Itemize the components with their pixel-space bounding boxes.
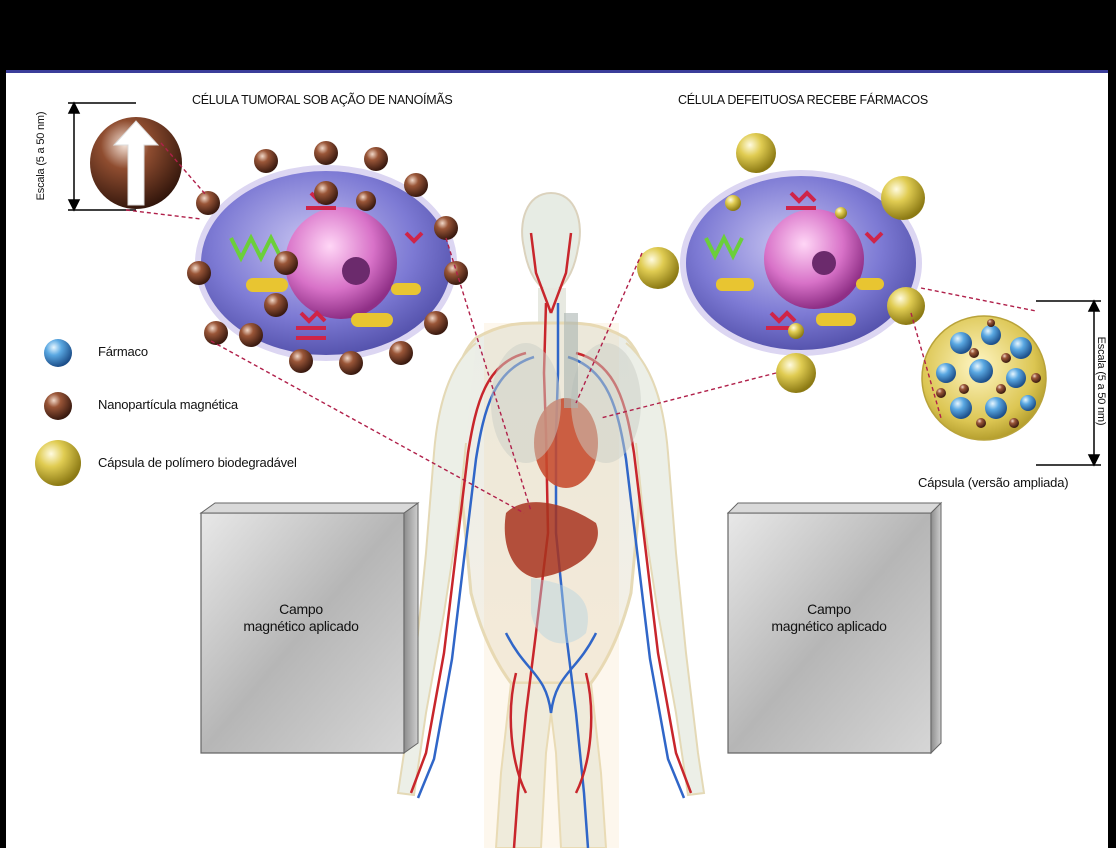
magnet-right-line1: Campo (734, 601, 924, 618)
right-lung (571, 343, 641, 463)
trachea (564, 313, 578, 408)
nanoparticle-legend-icon (44, 392, 72, 420)
magnet-right-label: Campo magnético aplicado (734, 601, 924, 635)
magnet-left-line1: Campo (206, 601, 396, 618)
left-scale-label: Escala (5 a 50 nm) (35, 106, 47, 206)
magnet-right-line2: magnético aplicado (734, 618, 924, 635)
legend-capsule-label: Cápsula de polímero biodegradável (98, 455, 297, 470)
legend-drug-label: Fármaco (98, 344, 148, 359)
illustration-panel: CÉLULA TUMORAL SOB AÇÃO DE NANOÍMÃS CÉLU… (6, 70, 1108, 848)
top-black-bar (0, 0, 1116, 72)
right-black-border (1108, 0, 1116, 845)
right-scale-label: Escala (5 a 50 nm) (1095, 331, 1107, 431)
left-cell-title: CÉLULA TUMORAL SOB AÇÃO DE NANOÍMÃS (192, 93, 452, 107)
right-cell-title: CÉLULA DEFEITUOSA RECEBE FÁRMACOS (678, 93, 928, 107)
magnified-nanoparticle (90, 117, 182, 209)
left-lung (491, 343, 561, 463)
magnet-left-line2: magnético aplicado (206, 618, 396, 635)
magnified-capsule (922, 316, 1046, 440)
capsule-caption: Cápsula (versão ampliada) (918, 475, 1068, 490)
capsule-legend-icon (35, 440, 81, 486)
magnet-left-label: Campo magnético aplicado (206, 601, 396, 635)
legend-nanoparticle-label: Nanopartícula magnética (98, 397, 238, 412)
drug-legend-icon (44, 339, 72, 367)
legend-icons (35, 339, 81, 486)
